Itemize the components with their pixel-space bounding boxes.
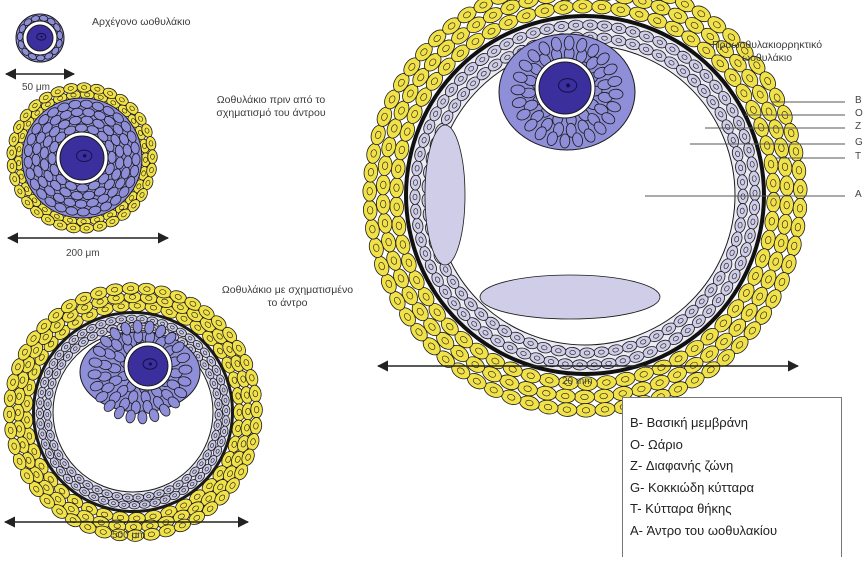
preantral-follicle	[6, 83, 157, 234]
size-antral: 500 μm	[112, 530, 146, 541]
label-antral-1: Ωοθυλάκιο με σχηματισμένο	[200, 284, 375, 297]
legend-item-o: O- Ωάριο	[630, 434, 841, 456]
legend-item-a: A- Άντρο του ωοθυλακίου	[630, 520, 841, 542]
size-preantral: 200 μm	[66, 248, 100, 259]
legend-item-b: B- Βασική μεμβράνη	[630, 412, 841, 434]
side-letter-a: A	[855, 189, 862, 200]
label-preovulatory-2: ωοθυλάκιο	[672, 52, 862, 65]
legend-item-g: G- Κοκκιώδη κύτταρα	[630, 477, 841, 499]
side-letter-z: Z	[855, 121, 861, 132]
label-preantral-2: σχηματισμό του άντρου	[186, 107, 356, 120]
side-letter-o: O	[855, 108, 863, 119]
side-letter-t: T	[855, 151, 861, 162]
side-letter-b: B	[855, 95, 862, 106]
legend-item-z: Z- Διαφανής ζώνη	[630, 455, 841, 477]
label-preovulatory-1: Προωοθυλακιορρηκτικό	[672, 39, 862, 52]
label-primordial: Αρχέγονο ωοθυλάκιο	[92, 16, 190, 29]
size-preovulatory: 20 mm	[562, 376, 593, 387]
size-primordial: 50 μm	[22, 82, 50, 93]
label-preantral-1: Ωοθυλάκιο πριν από το	[186, 94, 356, 107]
legend-box: B- Βασική μεμβράνη O- Ωάριο Z- Διαφανής …	[622, 397, 842, 557]
side-letter-g: G	[855, 137, 863, 148]
label-antral-2: το άντρο	[200, 297, 375, 310]
legend-item-t: T- Κύτταρα θήκης	[630, 498, 841, 520]
antral-follicle	[3, 282, 262, 541]
primordial-follicle	[16, 14, 64, 62]
